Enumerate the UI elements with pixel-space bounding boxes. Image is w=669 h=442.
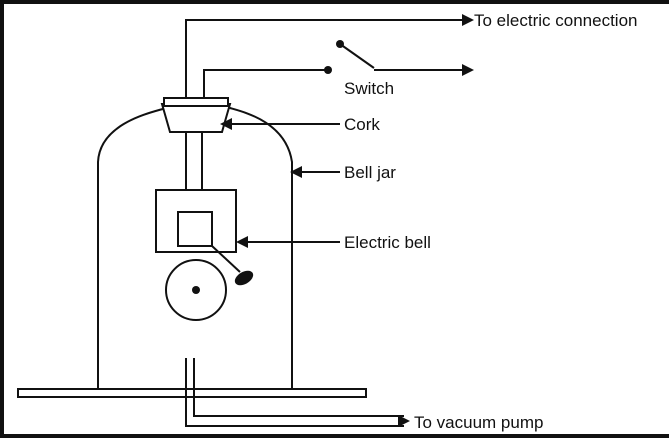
switch-lever [339, 43, 375, 69]
label-electric-bell: Electric bell [344, 233, 431, 252]
cork [160, 103, 232, 133]
label-vacuum-pump: To vacuum pump [414, 413, 543, 432]
electromagnet [177, 211, 213, 247]
vacuum-arrowhead [398, 415, 410, 427]
connection-arrowhead [462, 14, 474, 26]
cork-top [163, 97, 229, 107]
hammer-arm [211, 245, 241, 273]
bell-jar-experiment-diagram: To electric connection Switch Cork Bell … [17, 11, 637, 432]
label-bell-jar: Bell jar [344, 163, 396, 182]
connection-wire [185, 19, 462, 98]
label-switch: Switch [344, 79, 394, 98]
switch-contact-lower [324, 66, 332, 74]
switch-wire [203, 69, 326, 98]
base-plate [17, 388, 367, 398]
label-electric-connection: To electric connection [474, 11, 637, 30]
switch-arrowhead [462, 64, 474, 76]
bell-jar-arrowhead [290, 166, 302, 178]
electric-bell-arrowhead [236, 236, 248, 248]
cork-arrowhead [220, 118, 232, 130]
hammer-head [234, 270, 254, 286]
label-cork: Cork [344, 115, 380, 134]
vacuum-pipe-outer [185, 358, 404, 427]
vacuum-pipe-inner [193, 358, 404, 417]
gong-center [192, 286, 200, 294]
